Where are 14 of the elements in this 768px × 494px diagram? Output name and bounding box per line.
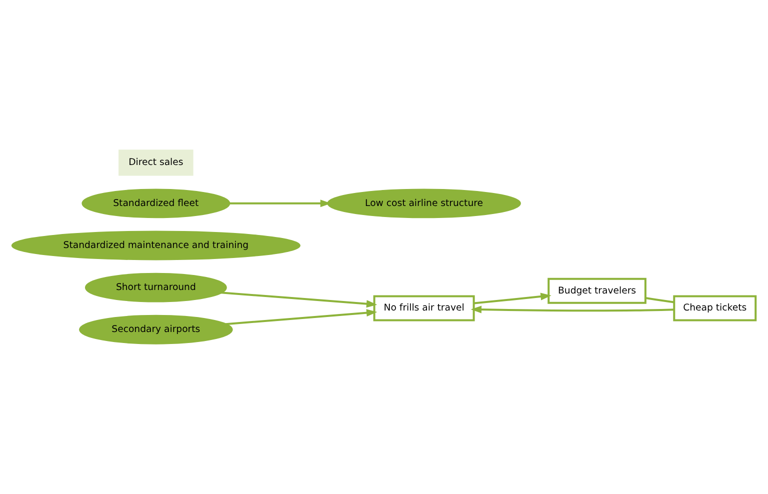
node-ellipse: Short turnaround <box>84 272 227 302</box>
arrow <box>226 309 378 326</box>
arrow <box>220 292 378 308</box>
node-box: Cheap tickets <box>673 295 757 322</box>
node-box: No frills air travel <box>373 295 475 322</box>
node-ellipse: Secondary airports <box>79 314 233 344</box>
node-ellipse: Standardized fleet <box>82 188 230 218</box>
connector <box>645 297 674 304</box>
node-ellipse: Low cost airline structure <box>327 188 521 218</box>
arrow <box>470 306 674 314</box>
node-box: Budget travelers <box>548 278 646 304</box>
arrow <box>474 292 552 304</box>
node-box: Direct sales <box>118 150 194 176</box>
node-ellipse: Standardized maintenance and training <box>11 230 300 260</box>
